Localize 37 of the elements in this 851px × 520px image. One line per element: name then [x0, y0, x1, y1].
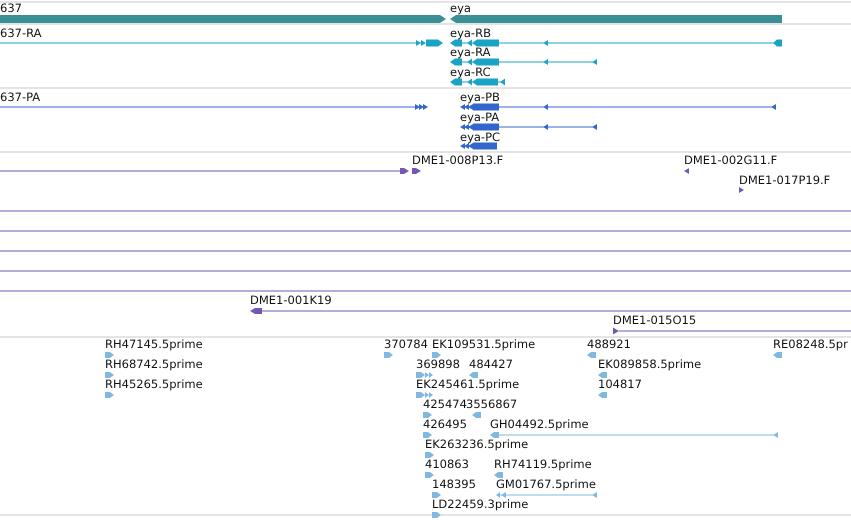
feature-label: 369898	[416, 357, 460, 371]
feature-label: 104817	[598, 377, 642, 391]
feature-label: 370784	[384, 337, 428, 351]
feature-label: 148395	[432, 477, 476, 491]
feature-label: 637	[0, 1, 22, 15]
feature-label: RE08248.5pr	[773, 337, 848, 351]
feature-label: EK245461.5prime	[416, 377, 520, 391]
feature-label: 425474	[423, 397, 467, 411]
feature-label: 637-RA	[0, 26, 42, 40]
feature-label: GH04492.5prime	[490, 417, 589, 431]
feature-label: 410863	[425, 457, 469, 471]
feature-label: DME1-008P13.F	[412, 153, 504, 167]
feature-label: 3556867	[466, 397, 518, 411]
feature-label: RH68742.5prime	[105, 357, 203, 371]
feature-label: DME1-015O15	[613, 313, 696, 327]
feature-label: LD22459.3prime	[432, 497, 528, 511]
feature-label: EK263236.5prime	[425, 437, 528, 451]
feature-label: eya-RB	[450, 26, 491, 40]
feature-label: RH47145.5prime	[105, 337, 203, 351]
feature-label: eya-RC	[450, 65, 491, 79]
feature-label: 426495	[423, 417, 467, 431]
feature-label: eya-PA	[460, 110, 500, 124]
feature-label: RH74119.5prime	[494, 457, 592, 471]
feature-label: GM01767.5prime	[496, 477, 596, 491]
feature-label: eya-PC	[460, 130, 500, 144]
feature-label: eya	[450, 1, 471, 15]
feature-label: EK109531.5prime	[432, 337, 536, 351]
feature-label: 637-PA	[0, 90, 40, 104]
feature-label: 488921	[587, 337, 631, 351]
feature-label: RH45265.5prime	[105, 377, 203, 391]
feature-label: eya-PB	[460, 90, 500, 104]
feature-label: DME1-001K19	[250, 293, 332, 307]
feature-label: EK089858.5prime	[598, 357, 702, 371]
feature-label: DME1-002G11.F	[684, 153, 778, 167]
feature-label: eya-RA	[450, 45, 490, 59]
feature-label: 484427	[469, 357, 513, 371]
feature-label: DME1-017P19.F	[739, 173, 830, 187]
